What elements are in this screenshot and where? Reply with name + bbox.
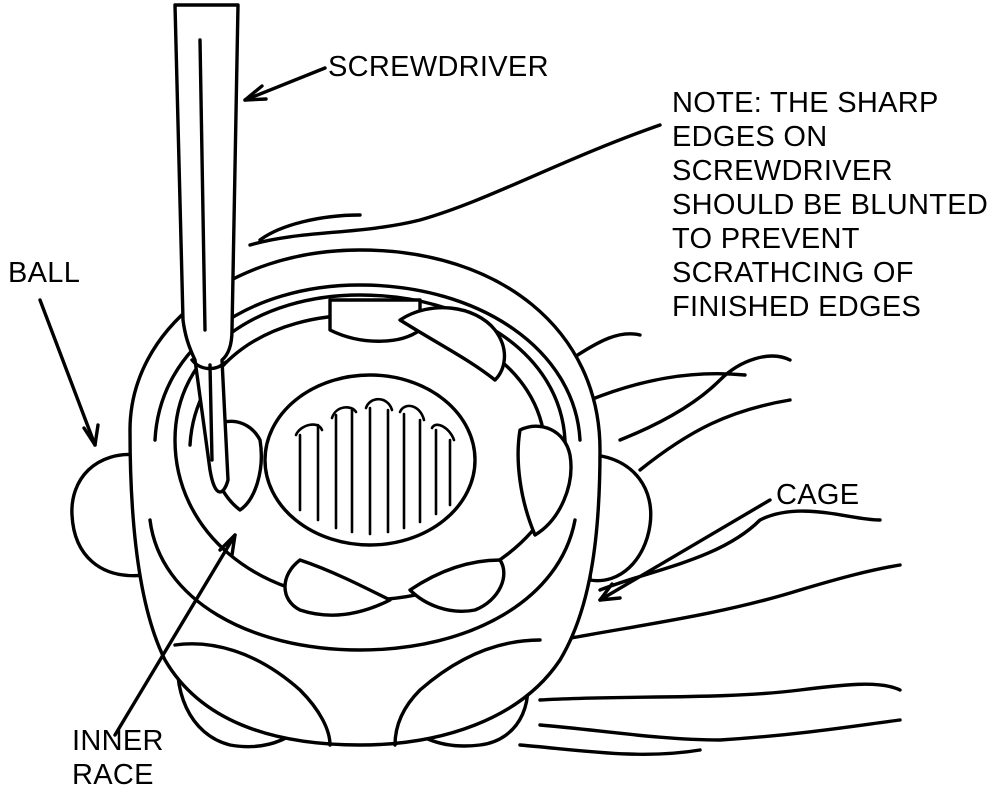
inner-race-line-2: RACE [72,759,154,791]
note-line-2: EDGES ON [672,121,828,153]
label-screwdriver: SCREWDRIVER [328,51,549,83]
inner-race-line-1: INNER [72,725,164,757]
ball-left [70,452,147,578]
label-cage: CAGE [776,479,860,511]
note-line-3: SCREWDRIVER [672,155,893,187]
note-line-6: SCRATHCING OF [672,257,914,289]
splined-bore [263,373,477,547]
screwdriver [173,3,240,494]
note-line-7: FINISHED EDGES [672,291,922,323]
label-inner-race: INNER RACE [72,724,164,792]
note-line-5: TO PREVENT [672,223,860,255]
note-line-4: SHOULD BE BLUNTED [672,189,989,221]
note-line-1: NOTE: THE SHARP [672,87,939,119]
label-ball: BALL [8,257,81,289]
label-note: NOTE: THE SHARP EDGES ON SCREWDRIVER SHO… [672,86,988,324]
leader-arrows [38,66,772,737]
ball-right [588,453,653,583]
